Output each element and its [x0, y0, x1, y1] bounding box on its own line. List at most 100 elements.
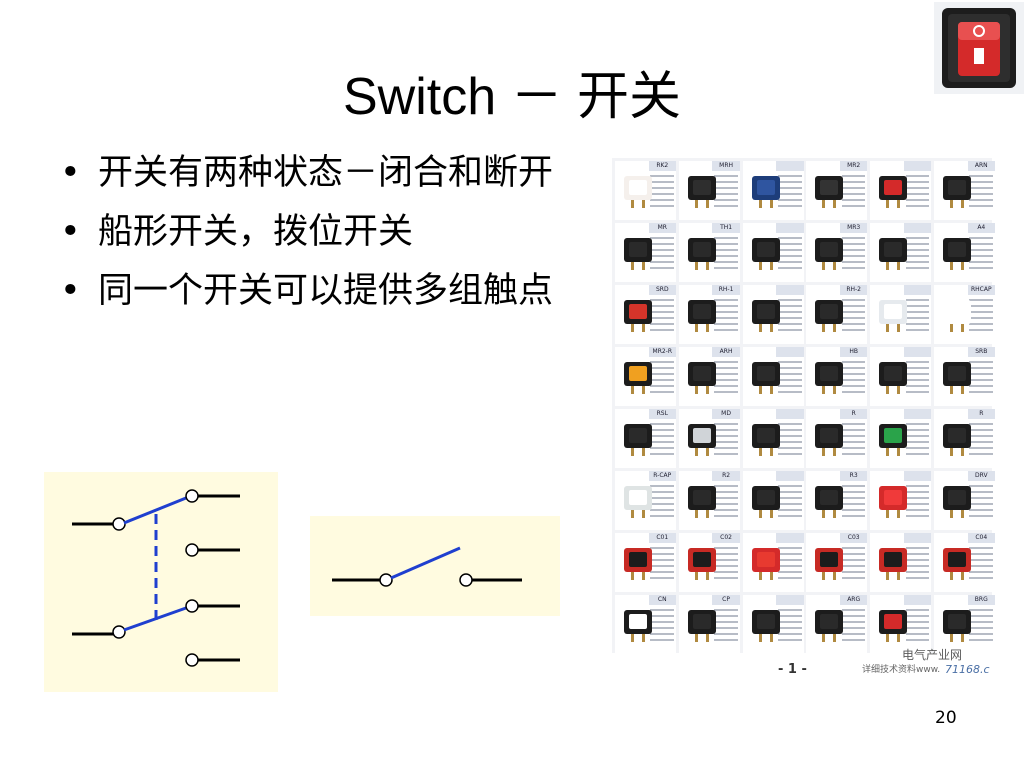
catalog-item-specs: [650, 299, 674, 335]
switch-photo: [815, 238, 844, 270]
catalog-item-specs: [714, 361, 738, 397]
switch-photo: [879, 362, 908, 394]
bullet-text: 同一个开关可以提供多组触点: [98, 271, 554, 311]
rocker-switch-thumbnail: [934, 2, 1024, 94]
catalog-item: MR2-R: [615, 347, 676, 406]
spst-switch-diagram: [310, 516, 560, 616]
watermark-number: 71168.c: [945, 663, 990, 676]
catalog-item-model: [776, 533, 804, 543]
catalog-item-specs: [650, 485, 674, 521]
catalog-item-specs: [969, 485, 993, 521]
catalog-item-model: MR: [648, 223, 676, 233]
catalog-item-specs: [969, 361, 993, 397]
catalog-item: C04: [934, 533, 995, 592]
switch-photo: [943, 548, 971, 580]
catalog-item: [870, 223, 932, 282]
catalog-item: DRV: [934, 471, 995, 530]
catalog-item-model: C04: [967, 533, 995, 543]
catalog-item-model: [903, 409, 932, 419]
bullet-dot-icon: •: [60, 153, 81, 193]
switch-photo: [815, 176, 844, 208]
catalog-item-specs: [650, 361, 674, 397]
catalog-item: [742, 409, 804, 468]
catalog-item: MD: [678, 409, 740, 468]
catalog-item-specs: [841, 299, 866, 335]
catalog-item-model: [776, 285, 804, 295]
catalog-item: [870, 471, 932, 530]
catalog-item-model: [776, 161, 804, 171]
catalog-item: RH-1: [678, 285, 740, 344]
catalog-item: MR2: [806, 161, 868, 220]
catalog-item-model: [776, 409, 804, 419]
catalog-item-model: HB: [839, 347, 868, 357]
switch-photo: [687, 424, 716, 456]
catalog-item: RSL: [615, 409, 676, 468]
catalog-item-specs: [969, 299, 993, 335]
switch-photo: [879, 300, 908, 332]
catalog-item-specs: [905, 609, 930, 645]
catalog-item-specs: [841, 237, 866, 273]
catalog-item-model: [903, 223, 932, 233]
catalog-item-model: C02: [712, 533, 740, 543]
catalog-item: A4: [934, 223, 995, 282]
switch-photo: [687, 362, 716, 394]
catalog-item-model: [776, 223, 804, 233]
catalog-item: [870, 347, 932, 406]
catalog-item-model: [903, 285, 932, 295]
catalog-item-model: SRB: [967, 347, 995, 357]
switch-photo: [879, 610, 908, 642]
switch-photo: [879, 238, 908, 270]
catalog-item: RH-2: [806, 285, 868, 344]
catalog-item: MR3: [806, 223, 868, 282]
catalog-item-model: RH-1: [712, 285, 740, 295]
switch-photo: [879, 548, 908, 580]
catalog-item-specs: [777, 237, 802, 273]
switch-photo: [815, 548, 844, 580]
switch-photo: [687, 610, 716, 642]
catalog-item-model: SRD: [648, 285, 676, 295]
switch-photo: [687, 300, 716, 332]
bullet-dot-icon: •: [60, 271, 81, 311]
catalog-item-specs: [777, 361, 802, 397]
catalog-item: [742, 471, 804, 530]
catalog-item: [870, 595, 932, 654]
catalog-item-model: ARG: [839, 595, 868, 605]
switch-photo: [624, 424, 652, 456]
catalog-item: R3: [806, 471, 868, 530]
catalog-item-specs: [841, 361, 866, 397]
bullet-text: 船形开关，拨位开关: [98, 212, 414, 252]
catalog-item: R-CAP: [615, 471, 676, 530]
catalog-item-model: R-CAP: [648, 471, 676, 481]
catalog-item-model: BRG: [967, 595, 995, 605]
catalog-item-model: [776, 347, 804, 357]
catalog-item-specs: [905, 423, 930, 459]
catalog-item-model: R3: [839, 471, 868, 481]
catalog-item: RK2: [615, 161, 676, 220]
switch-photo: [624, 486, 652, 518]
catalog-item: [870, 161, 932, 220]
catalog-item-specs: [777, 485, 802, 521]
switch-photo: [624, 300, 652, 332]
switch-photo: [687, 486, 716, 518]
catalog-item-specs: [905, 299, 930, 335]
catalog-item: MR: [615, 223, 676, 282]
catalog-item-model: [776, 595, 804, 605]
catalog-item: R: [806, 409, 868, 468]
catalog-item: R: [934, 409, 995, 468]
bullet-item: •开关有两种状态－闭合和断开: [58, 150, 558, 196]
catalog-item-specs: [777, 175, 802, 211]
catalog-item-specs: [714, 485, 738, 521]
catalog-item-specs: [905, 485, 930, 521]
switch-photo: [815, 486, 844, 518]
catalog-item: MRH: [678, 161, 740, 220]
dpdt-switch-diagram: [44, 472, 278, 692]
catalog-item-model: R: [839, 409, 868, 419]
catalog-item: C01: [615, 533, 676, 592]
catalog-item-specs: [841, 175, 866, 211]
catalog-item: CP: [678, 595, 740, 654]
switch-photo: [751, 176, 780, 208]
switch-photo: [624, 176, 652, 208]
catalog-item-model: A4: [967, 223, 995, 233]
catalog-item-model: [903, 533, 932, 543]
catalog-item-model: C01: [648, 533, 676, 543]
